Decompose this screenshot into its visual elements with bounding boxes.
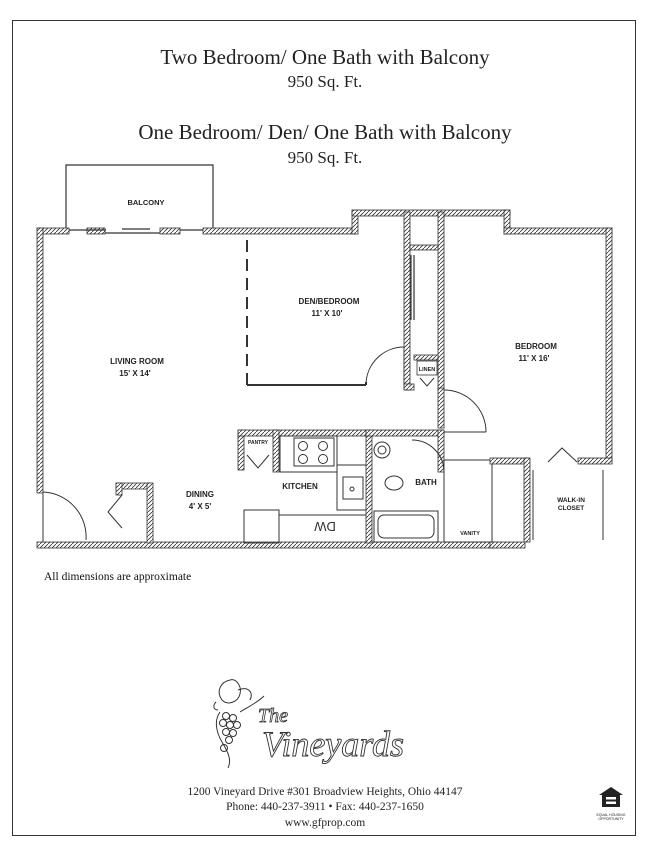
bedroom-door <box>443 389 487 433</box>
den-door <box>365 346 405 386</box>
living-room-label: LIVING ROOM <box>110 357 164 366</box>
kitchen-sink <box>342 476 364 500</box>
logo-name: Vineyards <box>262 724 404 764</box>
bedroom-label: BEDROOM <box>515 342 557 351</box>
linen-door <box>419 377 435 387</box>
bath-label: BATH <box>415 478 437 487</box>
bathroom-fixtures <box>373 441 439 543</box>
dimensions-note: All dimensions are approximate <box>44 571 192 583</box>
entry-closet-door <box>107 494 123 529</box>
den-label: DEN/BEDROOM <box>299 297 360 306</box>
den-walls <box>246 240 367 386</box>
entry-door <box>42 491 87 542</box>
footer-address: 1200 Vineyard Drive #301 Broadview Heigh… <box>187 786 463 798</box>
bath-walls <box>365 429 445 544</box>
page-border <box>12 20 636 836</box>
dining-label: DINING <box>186 490 214 499</box>
badge-line1: EQUAL HOUSING <box>596 813 626 817</box>
sliding-door <box>69 228 203 234</box>
exterior-walls <box>36 209 613 549</box>
closet-rod <box>532 470 604 540</box>
plan1-title: Two Bedroom/ One Bath with Balcony <box>160 45 490 69</box>
closet-door <box>547 447 578 463</box>
interior-walls <box>403 211 445 429</box>
closet-label-line2: CLOSET <box>558 505 584 512</box>
den-size: 11' X 10' <box>312 309 343 318</box>
plan2-title: One Bedroom/ Den/ One Bath with Balcony <box>138 120 512 144</box>
vineyards-logo: The Vineyards <box>213 679 404 769</box>
stove-burners <box>293 437 335 467</box>
balcony-outline <box>65 164 214 228</box>
closet-doors <box>410 255 415 320</box>
linen-label: LINEN <box>419 367 436 373</box>
plan1-area: 950 Sq. Ft. <box>287 72 363 91</box>
living-room-size: 15' X 14' <box>119 369 150 378</box>
vanity-counter <box>443 459 493 543</box>
grape-vine-icon <box>213 679 265 769</box>
plan2-area: 950 Sq. Ft. <box>287 148 363 167</box>
balcony-label: BALCONY <box>127 198 164 207</box>
closet-walls <box>489 457 613 543</box>
dishwasher-label: DW <box>313 519 335 534</box>
dining-size: 4' X 5' <box>189 502 212 511</box>
equal-housing-icon <box>599 787 623 807</box>
closet-label-line1: WALK-IN <box>557 497 585 504</box>
entry-closet <box>115 482 154 544</box>
logo-the: The <box>258 705 288 727</box>
pantry-door <box>246 454 270 469</box>
badge-line2: OPPORTUNITY <box>598 817 624 821</box>
bedroom-size: 11' X 16' <box>519 354 550 363</box>
equal-housing-badge: EQUAL HOUSING OPPORTUNITY <box>593 786 629 821</box>
vanity-label: VANITY <box>460 531 480 537</box>
floor-plan: BALCONY <box>36 164 613 549</box>
footer-website[interactable]: www.gfprop.com <box>284 817 366 829</box>
footer-phone-fax: Phone: 440-237-3911 • Fax: 440-237-1650 <box>226 801 424 813</box>
kitchen-label: KITCHEN <box>282 482 318 491</box>
pantry-label: PANTRY <box>248 440 269 446</box>
